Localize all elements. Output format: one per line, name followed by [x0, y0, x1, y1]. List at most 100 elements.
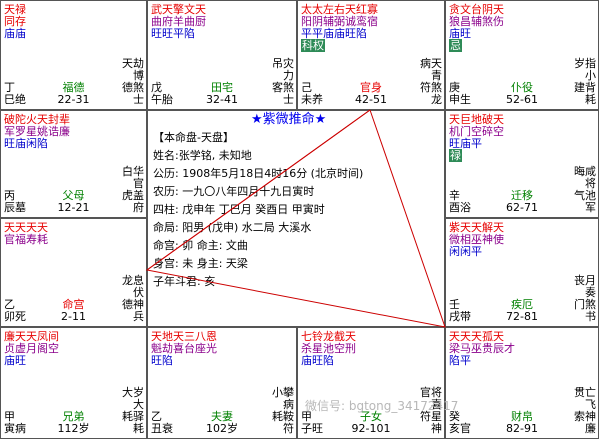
star-row: 机门空碎空 [449, 125, 504, 138]
star-row: 天禄 [4, 3, 26, 16]
star-row: 贞虚月阁空 [4, 342, 59, 355]
info-line: 四柱: 戊申年 丁巳月 癸酉日 甲寅时 [153, 203, 325, 216]
stem-branch: 丙辰墓 [4, 189, 26, 214]
stars: 廉天天凤间贞虚月阁空庙旺 [4, 331, 114, 367]
stem-branch: 甲寅病 [4, 410, 26, 435]
star-row: 杀星池空刑 [301, 342, 356, 355]
minor-stars: 岁指小建背耗 [574, 57, 596, 106]
center-panel: ★紫微推命★ 【本命盘-天盘】 姓名:张学铭, 未知地 公历: 1908年5月1… [147, 110, 445, 327]
stem-branch: 庚申生 [449, 81, 471, 106]
transform-badge: 禄 [449, 149, 462, 162]
star-row: 太太左右天红寡 [301, 3, 378, 16]
brightness-row: 旺旺平陷 [151, 27, 195, 40]
brightness-row: 庙庙 [4, 27, 26, 40]
star-row: 阳阴辅弼诚鸾宿 [301, 15, 378, 28]
star-row: 曲府羊曲厨 [151, 15, 206, 28]
stars: 天天天天官福寿耗 [4, 222, 114, 246]
brightness-row: 庙旺 [4, 354, 26, 367]
stem-branch: 乙卯死 [4, 298, 26, 323]
stars: 破陀火天封辈军罗星姚诰廉旺庙闲陷 [4, 114, 114, 150]
star-row: 紫天天解天 [449, 221, 504, 234]
stars: 武天擎文天曲府羊曲厨旺旺平陷 [151, 4, 261, 40]
stem-branch: 甲子旺 [301, 410, 323, 435]
stars: 太太左右天红寡阳阴辅弼诚鸾宿平平庙庙旺陷科权 [301, 4, 411, 52]
star-row: 七铃龙截天 [301, 330, 356, 343]
birth-info: 【本命盘-天盘】 姓名:张学铭, 未知地 公历: 1908年5月18日4时16分… [153, 129, 363, 291]
star-row: 天天天孤天 [449, 330, 504, 343]
chart-title: ★紫微推命★ [251, 112, 327, 127]
info-line: 子年斗君: 亥 [153, 275, 216, 288]
star-row: 天天天天 [4, 221, 48, 234]
star-row: 狼昌辅煞伤 [449, 15, 504, 28]
star-row: 官福寿耗 [4, 233, 48, 246]
star-row: 魁劫喜台座光 [151, 342, 217, 355]
star-row: 梁马巫贵辰才 [449, 342, 515, 355]
star-row: 武天擎文天 [151, 3, 206, 16]
info-line: 【本命盘-天盘】 [153, 131, 234, 144]
stem-branch: 癸亥官 [449, 410, 471, 435]
minor-stars: 小攀病耗鞍符 [272, 386, 294, 435]
watermark: 微信号: bgtong_34172417 [305, 399, 459, 413]
brightness-row: 庙旺 [449, 27, 471, 40]
star-row: 微相巫神使 [449, 233, 504, 246]
stars: 天巨地破天机门空碎空旺庙平禄 [449, 114, 559, 162]
minor-stars: 官将喜符星神 [420, 386, 442, 435]
stars: 七铃龙截天杀星池空刑庙旺陷 [301, 331, 411, 367]
star-row: 天地天三八恩 [151, 330, 217, 343]
brightness-row: 平平庙庙旺陷 [301, 27, 367, 40]
minor-stars: 白华官虎盖府 [122, 165, 144, 214]
star-row: 军罗星姚诰廉 [4, 125, 70, 138]
brightness-row: 闲闲平 [449, 245, 482, 258]
stars: 天地天三八恩魁劫喜台座光旺陷 [151, 331, 261, 367]
info-line: 姓名:张学铭, 未知地 [153, 149, 252, 162]
minor-stars: 病天青符煞龙 [420, 57, 442, 106]
minor-stars: 吊灾力客煞士 [272, 57, 294, 106]
brightness-row: 陷平 [449, 354, 471, 367]
stem-branch: 辛酉浴 [449, 189, 471, 214]
star-row: 同存 [4, 15, 26, 28]
star-row: 破陀火天封辈 [4, 113, 70, 126]
star-row: 天巨地破天 [449, 113, 504, 126]
info-line: 身宫: 未 身主: 天梁 [153, 257, 248, 270]
minor-stars: 天劫博德煞士 [122, 57, 144, 106]
info-line: 命局: 阳男 (戊申) 水二局 大溪水 [153, 221, 312, 234]
star-row: 贪文台阴天 [449, 3, 504, 16]
info-line: 公历: 1908年5月18日4时16分 (北京时间) [153, 167, 364, 180]
stars: 天天天孤天梁马巫贵辰才陷平 [449, 331, 559, 367]
stars: 贪文台阴天狼昌辅煞伤庙旺忌 [449, 4, 559, 52]
brightness-row: 旺庙闲陷 [4, 137, 48, 150]
stem-branch: 戊午胎 [151, 81, 173, 106]
minor-stars: 丧月奏门煞书 [574, 274, 596, 323]
info-line: 农历: 一九〇八年四月十九日寅时 [153, 185, 315, 198]
minor-stars: 龙息伏德神兵 [122, 274, 144, 323]
brightness-row: 旺庙平 [449, 137, 482, 150]
stars: 天禄同存庙庙 [4, 4, 114, 40]
minor-stars: 大岁大耗驿耗 [122, 386, 144, 435]
brightness-row: 庙旺陷 [301, 354, 334, 367]
stars: 紫天天解天微相巫神使闲闲平 [449, 222, 559, 258]
stem-branch: 丁巳绝 [4, 81, 26, 106]
stem-branch: 己未养 [301, 81, 323, 106]
minor-stars: 贯亡飞索神廉 [574, 386, 596, 435]
